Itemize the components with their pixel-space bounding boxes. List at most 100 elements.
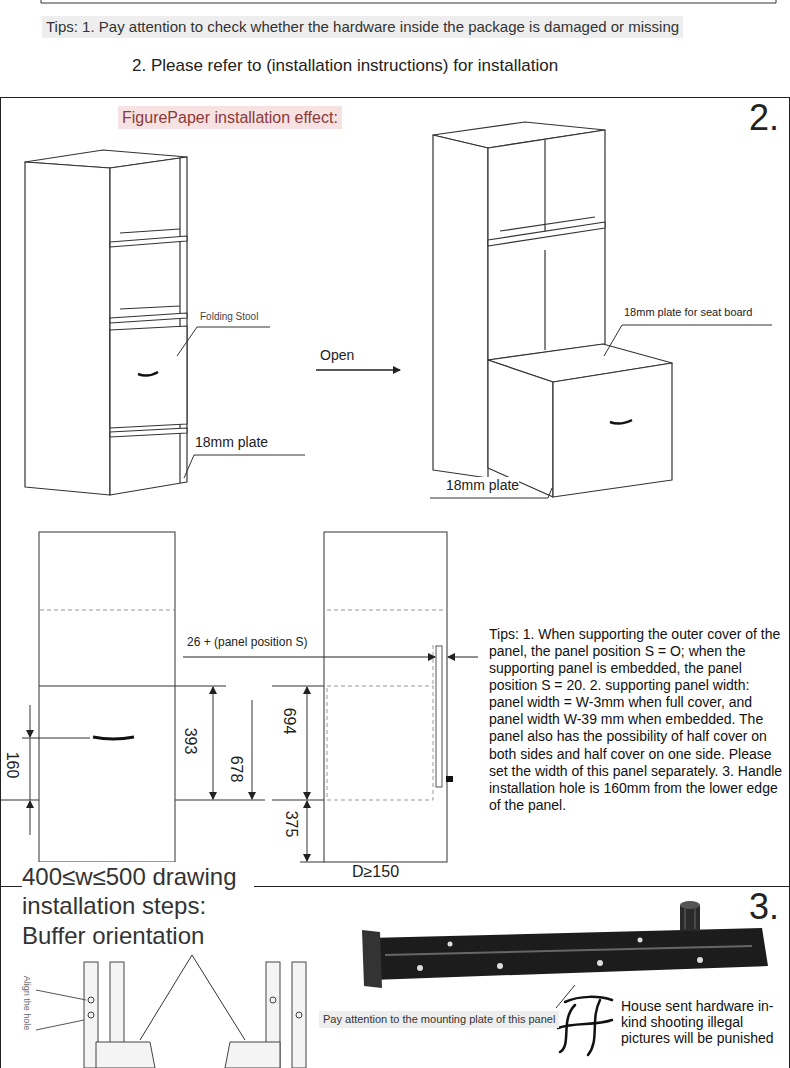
pointer-lines [140, 955, 245, 1040]
leader-line [556, 985, 575, 1008]
rail-hole [597, 960, 603, 966]
handle [446, 776, 453, 782]
dimension-line [213, 743, 214, 799]
tip-note: 2. Please refer to (installation instruc… [132, 56, 558, 76]
shelf-edge [120, 306, 180, 309]
rail-hole [697, 957, 703, 963]
shelf [110, 313, 187, 323]
dimension: 694 [279, 708, 298, 735]
extension-line [175, 686, 226, 687]
section-number: 3. [749, 889, 779, 925]
part-label: 18mm plate [195, 434, 268, 451]
callout-label: Align the hole [22, 976, 33, 1031]
buffer-knob [680, 901, 700, 909]
hidden-line [327, 686, 433, 800]
dimension-line [30, 738, 31, 800]
knob-rib [695, 909, 696, 929]
rail-groove [385, 946, 752, 955]
stool-front [553, 363, 672, 497]
dimension-line [30, 801, 31, 835]
extension-line [272, 800, 324, 801]
handle [138, 372, 158, 376]
bracket-foot [96, 1042, 155, 1068]
cabinet-side [433, 135, 488, 478]
cabinet-front [488, 130, 605, 360]
dimension-line [307, 740, 308, 799]
leader-line [36, 990, 86, 1000]
bracket-foot [225, 1042, 280, 1068]
handle [93, 737, 134, 739]
tip-note: Tips: 1. Pay attention to check whether … [42, 16, 683, 38]
side-view [324, 532, 447, 862]
dimension-line [252, 700, 253, 799]
bracket-hole [88, 1012, 94, 1018]
bracket-hole [88, 997, 94, 1003]
shelf-edge [120, 229, 180, 233]
dimension: 375 [281, 811, 300, 838]
slide-rail [368, 928, 768, 980]
hidden-line [40, 610, 174, 611]
part-label: 18mm plate [446, 477, 519, 494]
part-label: 18mm plate for seat board [624, 306, 752, 319]
rail-bracket [362, 930, 382, 988]
callout-label: Pay attention to the mounting plate of t… [319, 1011, 559, 1028]
logo [558, 997, 612, 1055]
action-label: Open [320, 347, 354, 364]
panel-edge [544, 250, 545, 350]
dimension-label: D≥150 [352, 862, 399, 881]
tip-note: Tips: 1. When supporting the outer cover… [489, 626, 786, 814]
rail-hole [497, 963, 503, 969]
part-label: Folding Stool [200, 311, 258, 323]
leader-line [36, 1020, 84, 1030]
rail-hole [448, 942, 453, 947]
knob-rib [685, 909, 686, 929]
shelf [488, 222, 605, 246]
extension-line [175, 800, 265, 801]
hidden-line [433, 645, 434, 686]
dimension: 678 [226, 756, 245, 783]
section-heading: 400≤w≤500 drawing installation steps: Bu… [22, 862, 254, 950]
leader-line [177, 327, 270, 356]
bracket-plate [292, 962, 306, 1068]
bracket-hole [270, 997, 276, 1003]
panel-edge [544, 140, 545, 232]
shelf [110, 236, 187, 247]
dimension-line [307, 801, 308, 830]
extension-line [0, 800, 39, 801]
rail-hole [417, 965, 423, 971]
logo-stroke [560, 1005, 575, 1052]
logo-stroke [588, 1000, 600, 1055]
rail-hole [638, 938, 643, 943]
stool-door [110, 326, 187, 428]
open-arrow [316, 369, 400, 371]
dimension: 393 [180, 728, 199, 755]
figure-heading: FigurePaper installation effect: [118, 106, 342, 129]
dimension-line [213, 687, 214, 743]
logo-stroke [565, 997, 612, 1002]
panel-edge [39, 686, 175, 687]
dimension: 160 [2, 752, 21, 779]
dimension-line [183, 657, 435, 658]
hidden-line [327, 610, 445, 611]
box-edge [41, 0, 776, 3]
panel-edge [179, 158, 180, 483]
leader-line [184, 455, 305, 478]
mounting-bracket [84, 962, 306, 1068]
dimension-line [448, 657, 478, 658]
shelf [110, 428, 187, 437]
dimension-line [307, 830, 308, 861]
logo-stroke [558, 1020, 612, 1028]
cabinet-front [110, 157, 187, 495]
shelf-edge [500, 217, 595, 231]
extension-line [272, 686, 324, 687]
front-view [39, 532, 175, 862]
dimension-label: 26 + (panel position S) [187, 635, 307, 649]
section-number: 2. [749, 100, 779, 136]
dimension-line [307, 687, 308, 740]
extension-line [300, 862, 324, 863]
leader-line [604, 325, 772, 356]
cabinet-side [25, 162, 110, 495]
bracket-hole [296, 1012, 302, 1018]
handle [610, 420, 632, 424]
